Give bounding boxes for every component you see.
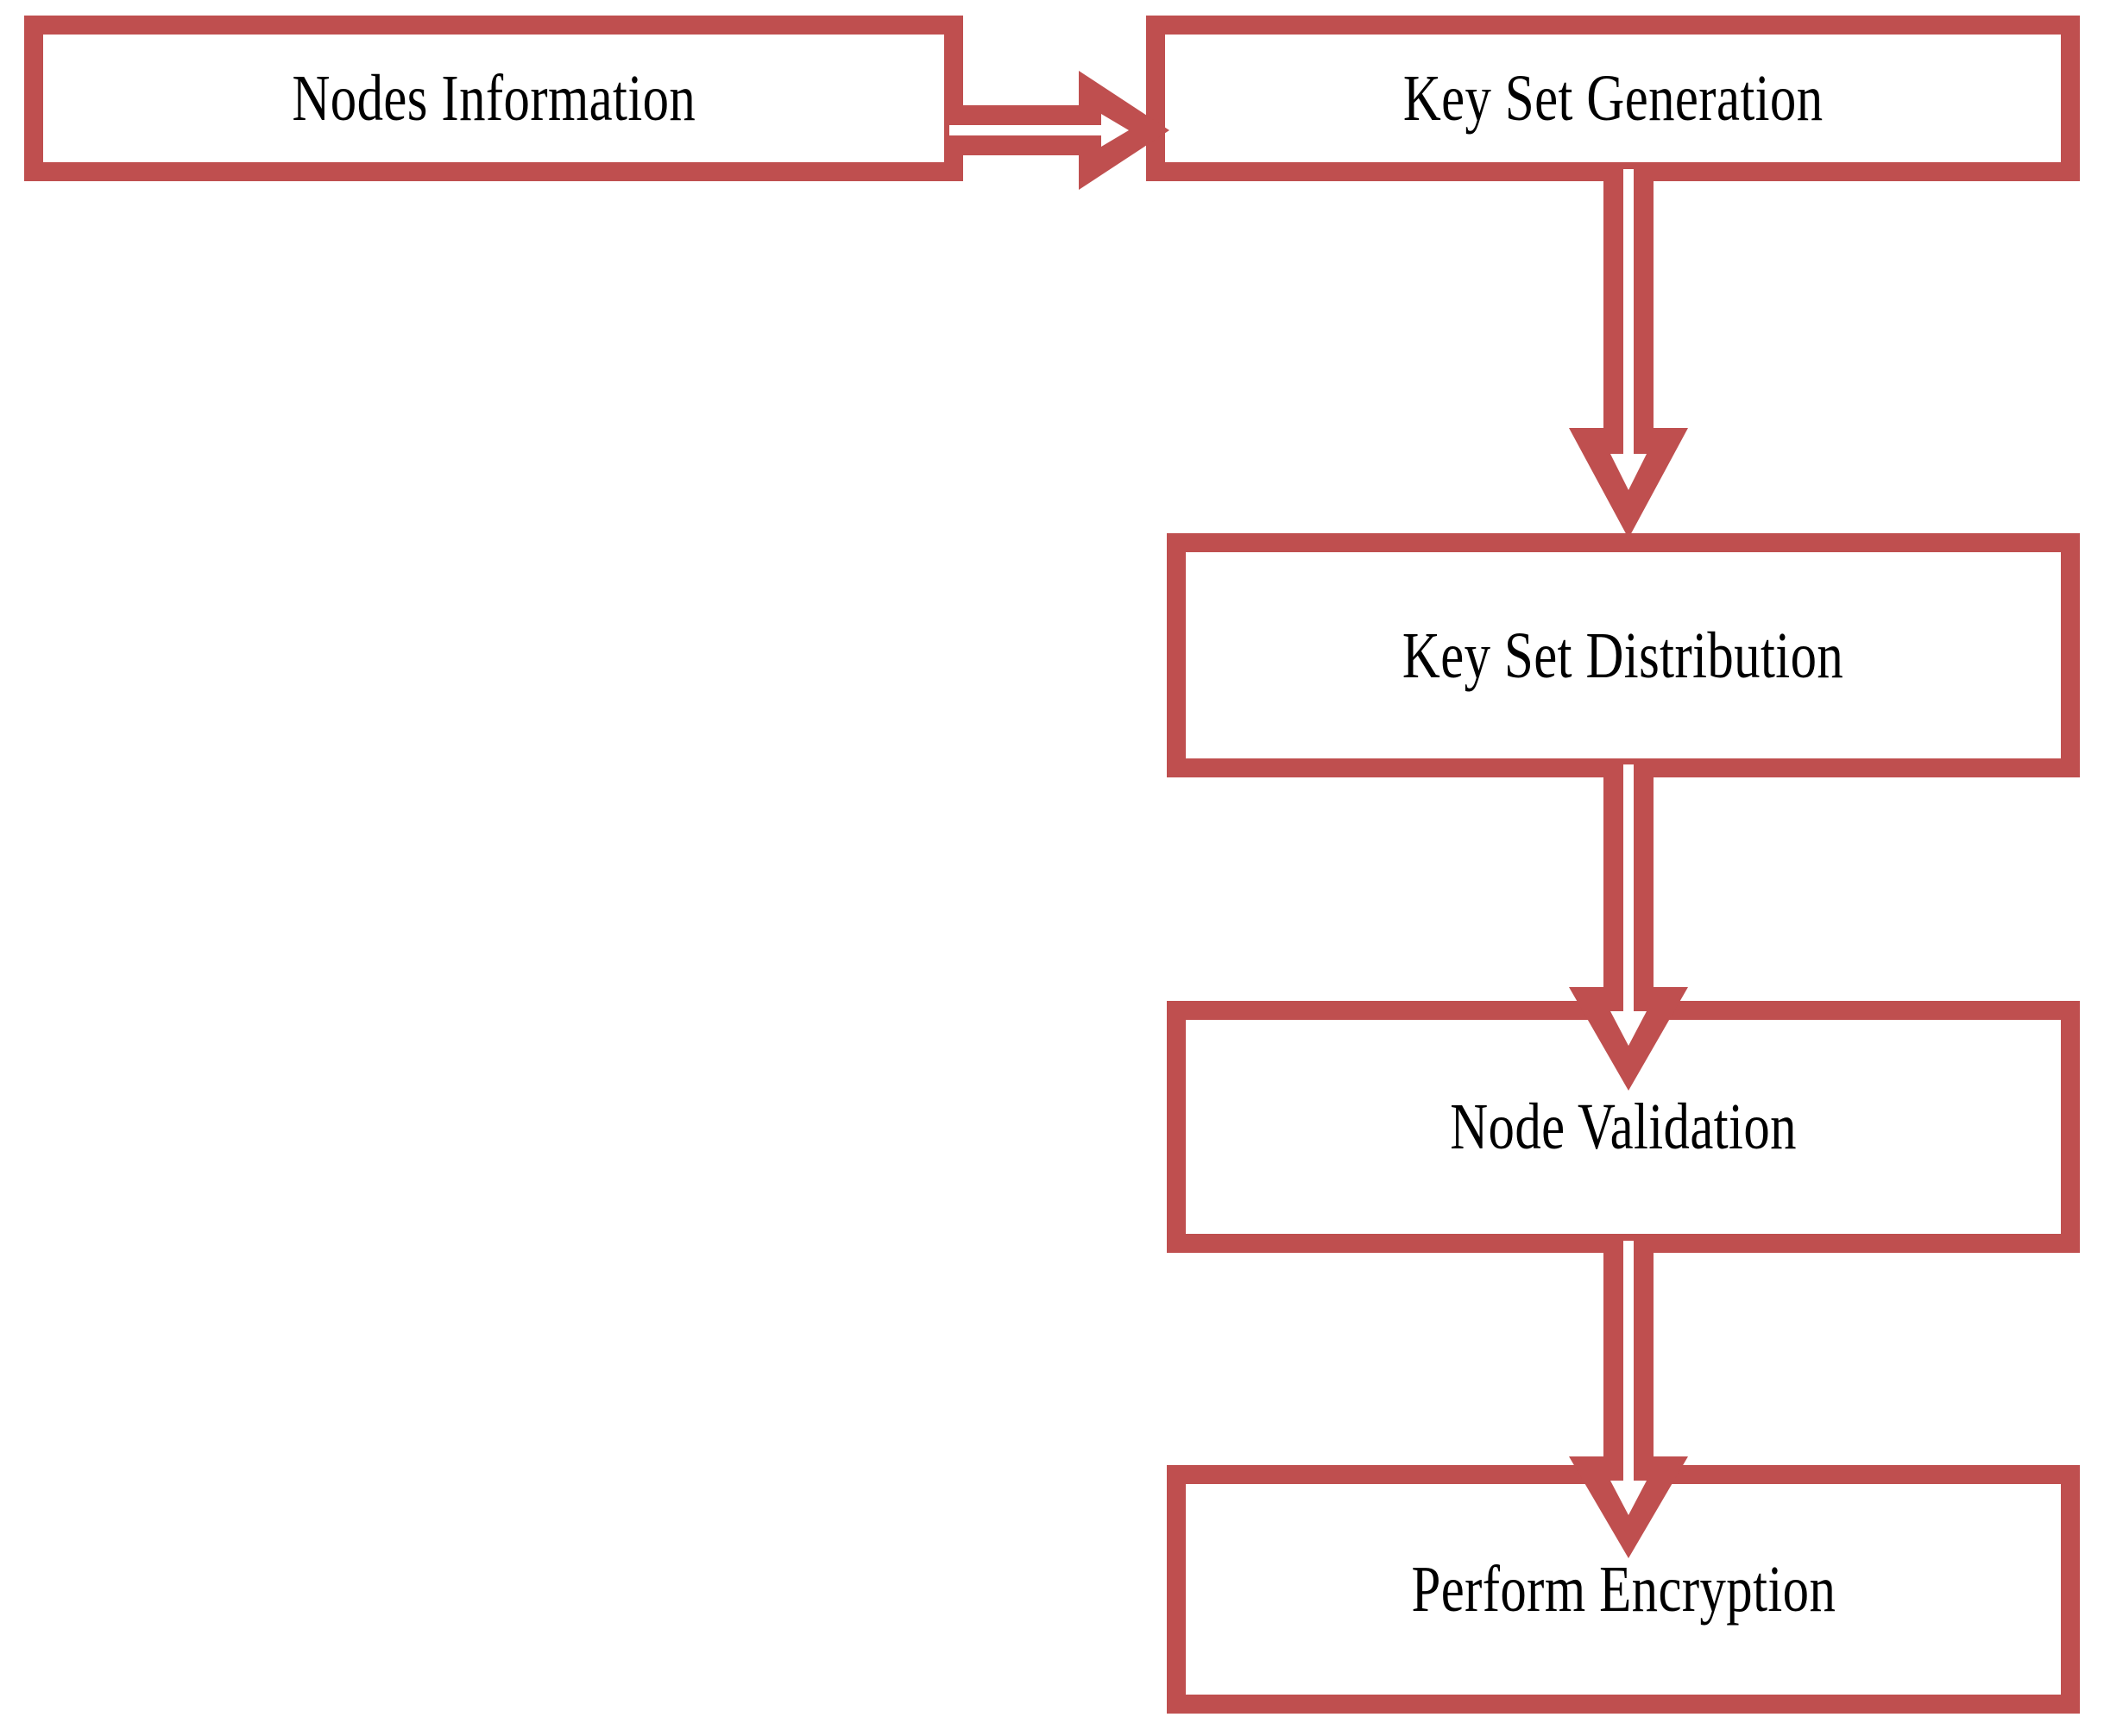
flow-arrow-key-set-generation-to-key-set-distribution xyxy=(1550,169,1707,542)
arrow-body-shape xyxy=(1569,169,1688,538)
flow-node-perform-encryption[interactable]: Perform Encryption xyxy=(1167,1465,2080,1714)
flow-arrow-nodes-information-to-key-set-generation xyxy=(949,59,1175,202)
flow-node-label-node-validation: Node Validation xyxy=(1450,1091,1797,1163)
flow-node-key-set-generation[interactable]: Key Set Generation xyxy=(1146,16,2080,181)
arrow-body-shape xyxy=(949,71,1169,190)
flow-node-label-key-set-distribution: Key Set Distribution xyxy=(1402,619,1844,692)
flow-node-node-validation[interactable]: Node Validation xyxy=(1167,1001,2080,1253)
arrow-inner-highlight xyxy=(1610,169,1647,490)
flow-node-nodes-information[interactable]: Nodes Information xyxy=(24,16,963,181)
flow-node-key-set-distribution[interactable]: Key Set Distribution xyxy=(1167,533,2080,777)
flow-node-label-perform-encryption: Perform Encryption xyxy=(1411,1553,1836,1626)
flow-node-label-key-set-generation: Key Set Generation xyxy=(1402,62,1824,135)
flow-node-label-nodes-information: Nodes Information xyxy=(292,62,696,135)
arrow-inner-highlight xyxy=(949,114,1129,147)
